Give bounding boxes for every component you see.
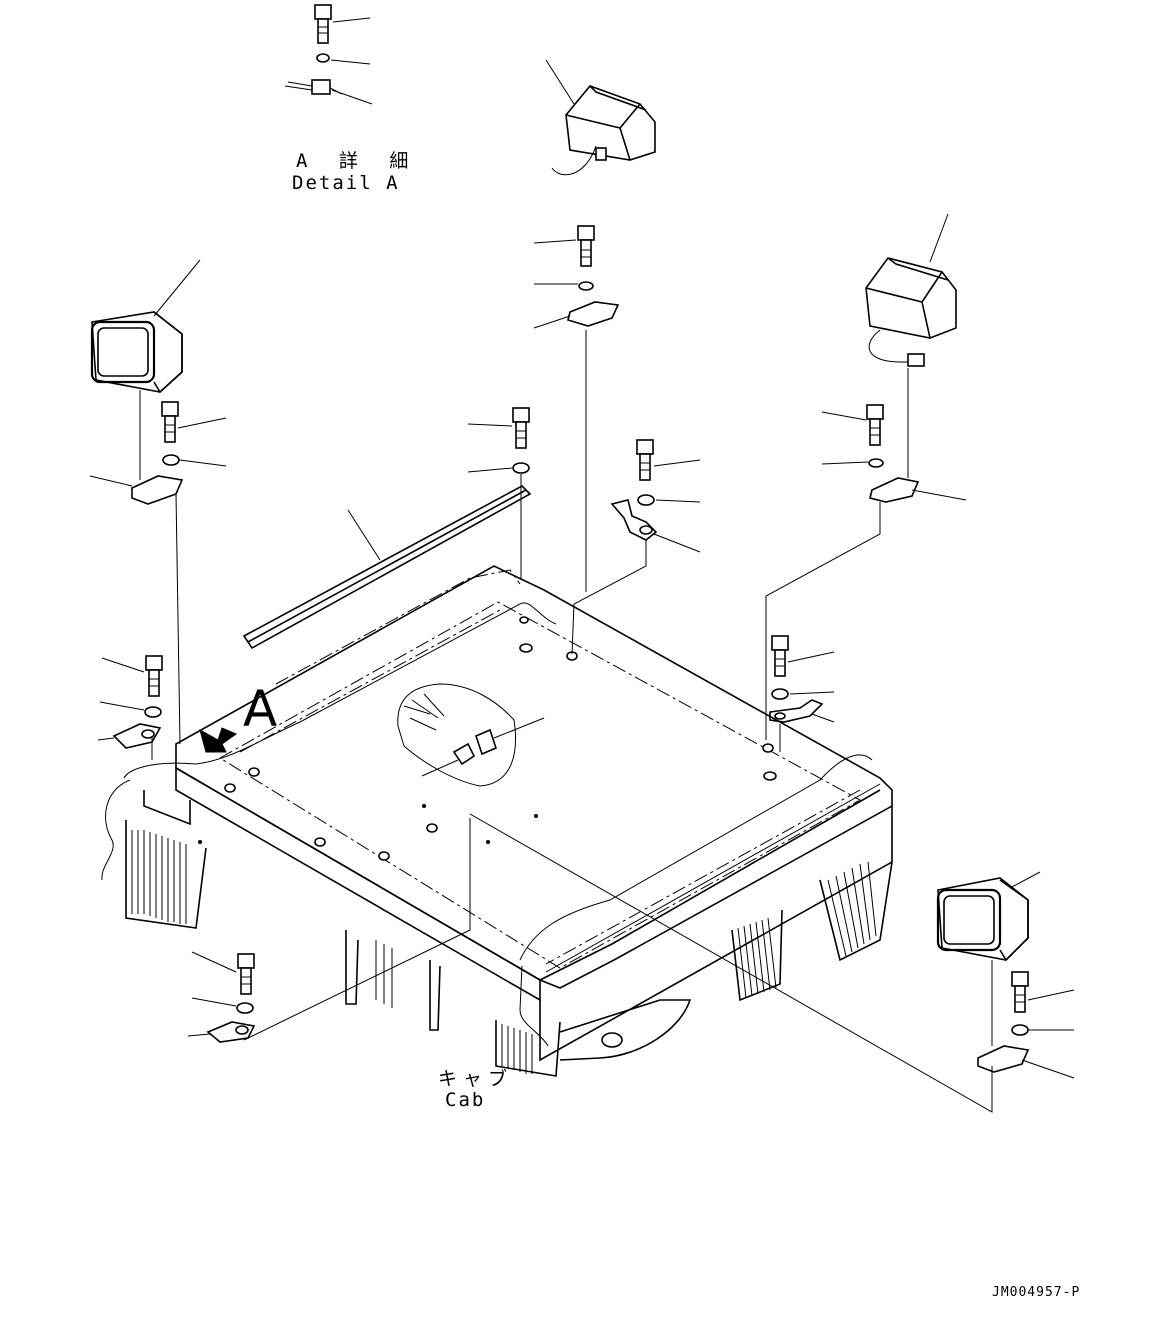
left-mid-bolt	[145, 655, 163, 697]
leader-line	[191, 951, 237, 973]
connector	[452, 742, 476, 766]
right-mid-bolt	[771, 635, 789, 677]
work-lamp-top-left	[90, 259, 201, 394]
leader-line	[821, 461, 869, 465]
leader-line	[467, 467, 513, 473]
center-right-clamp	[610, 499, 658, 541]
bottom-right-bolt	[1011, 971, 1029, 1013]
detail-a-bolt	[314, 4, 332, 44]
right-mid-clamp	[769, 699, 824, 723]
leader-line	[545, 59, 575, 105]
assembly-lines	[139, 330, 993, 1113]
roof-boss	[248, 767, 260, 777]
leader-line	[177, 417, 227, 429]
roof-boss	[519, 616, 529, 624]
work-lamp-top-right	[865, 213, 957, 367]
drawing-number: JM004957-P	[992, 1285, 1081, 1300]
leader-line	[89, 475, 133, 487]
center-right-bolt	[636, 439, 654, 481]
top-center-bracket	[567, 301, 620, 327]
cover-strip	[242, 485, 532, 650]
leader-line	[191, 997, 237, 1007]
bottom-left-washer	[236, 1002, 254, 1014]
bottom-left-clamp	[206, 1021, 256, 1043]
cab-pillar-right	[731, 861, 893, 1002]
leader-line	[101, 657, 145, 673]
roof-boss	[314, 837, 326, 847]
leader-line	[655, 499, 701, 503]
leader-line	[789, 691, 835, 695]
leader-line	[811, 713, 835, 723]
roof-boss	[519, 643, 533, 653]
leader-line	[179, 459, 227, 467]
work-lamp-bottom-right	[936, 871, 1041, 962]
right-mid-washer	[771, 688, 789, 700]
detail-a-washer	[316, 53, 330, 63]
leader-line	[1027, 989, 1075, 1001]
roof-boss	[378, 851, 390, 861]
leader-line	[97, 737, 115, 741]
leader-line	[153, 259, 201, 317]
cab-label-en: Cab	[445, 1089, 486, 1111]
top-left-bolt	[161, 401, 179, 443]
roof-boss	[224, 783, 236, 793]
detail-a-label-en: Detail A	[292, 172, 400, 194]
top-right-washer	[868, 458, 884, 468]
leader-line	[929, 213, 949, 263]
roof-boss	[762, 743, 774, 753]
detail-a-group	[284, 4, 373, 105]
bottom-right-bracket	[977, 1045, 1030, 1073]
leader-line	[533, 315, 571, 329]
top-right-bracket	[869, 477, 920, 503]
leader-line	[187, 1033, 211, 1037]
detail-a-callout: A	[243, 680, 278, 738]
leader-line	[332, 17, 371, 23]
leader-line	[421, 759, 459, 777]
leader-line	[347, 509, 381, 561]
cab-roof	[101, 565, 893, 1062]
top-left-washer	[162, 454, 180, 466]
top-left-bracket	[131, 475, 184, 505]
connector	[475, 728, 497, 756]
cab-pillar-left	[125, 790, 207, 929]
leader-line	[331, 89, 373, 105]
detail-a-arrow	[199, 727, 238, 753]
leader-line	[533, 239, 577, 244]
leader-line	[821, 411, 867, 421]
left-mid-clamp	[112, 723, 162, 749]
roof-boss	[763, 771, 777, 781]
leader-line	[653, 533, 701, 553]
work-lamp-top-center	[545, 59, 656, 176]
bottom-right-washer	[1011, 1024, 1029, 1036]
leader-line	[493, 717, 545, 739]
leader-line	[911, 489, 967, 501]
strip-washer	[512, 462, 530, 474]
cab-pillar-center	[345, 930, 692, 1077]
leader-line	[1021, 1059, 1075, 1079]
strip-bolt	[512, 407, 530, 449]
leader-line	[787, 651, 835, 663]
top-right-bolt	[866, 404, 884, 446]
leader-line	[467, 423, 513, 427]
bottom-left-bolt	[237, 953, 255, 995]
leader-line	[330, 59, 371, 65]
left-mid-washer	[144, 706, 162, 718]
leader-line	[99, 701, 145, 711]
detail-a-label-ja: A 詳 細	[296, 150, 419, 172]
roof-wiring-inset	[397, 683, 545, 787]
top-center-bolt	[577, 225, 595, 267]
leader-line	[1009, 871, 1041, 889]
leader-line	[653, 459, 701, 467]
center-right-washer	[637, 494, 655, 506]
top-center-washer	[578, 281, 594, 291]
detail-a-clip	[284, 79, 343, 95]
roof-boss	[426, 823, 438, 833]
cab-label-ja: キャブ	[438, 1068, 514, 1090]
